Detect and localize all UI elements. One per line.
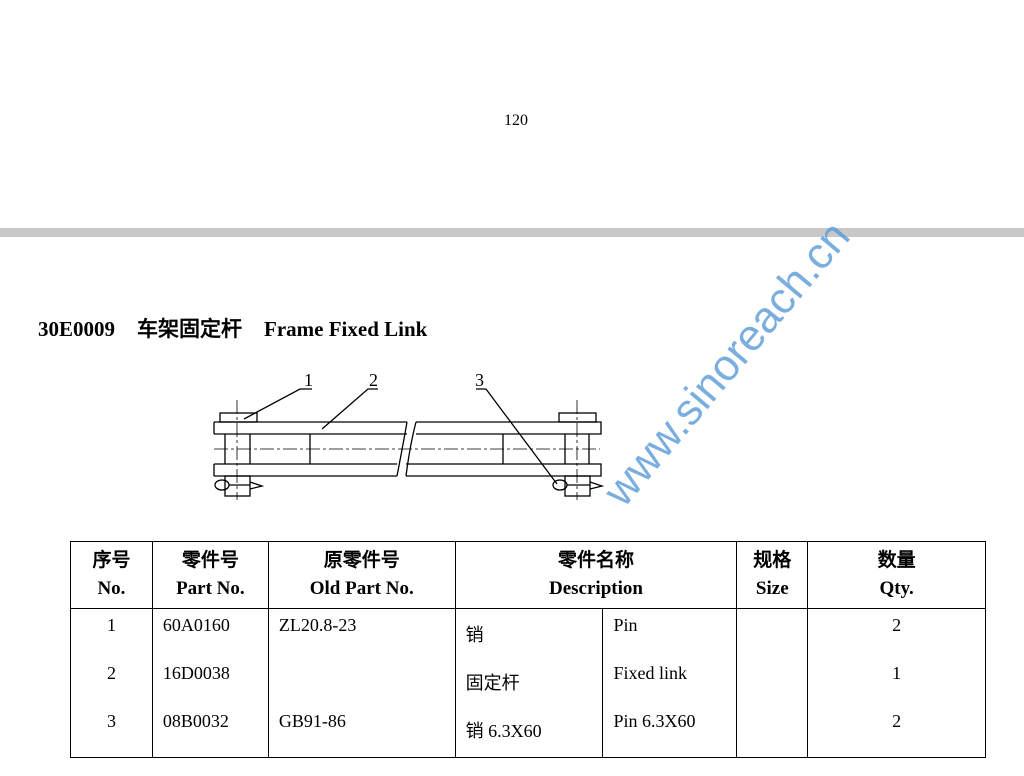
watermark: www.sinoreach.cn: [593, 212, 860, 516]
section-title-cn: 车架固定杆: [137, 317, 243, 341]
section-title: 30E0009 车架固定杆 Frame Fixed Link: [38, 313, 449, 343]
page-separator: [0, 228, 1024, 237]
cell-desc-cn: 固定杆: [454, 657, 603, 705]
cell-old-part-no: [267, 657, 456, 705]
cell-size: [736, 608, 809, 657]
section-code: 30E0009: [38, 317, 116, 341]
cell-desc-en: Pin: [602, 608, 738, 657]
cell-size: [736, 705, 809, 758]
frame-fixed-link-drawing: 1 2 3: [213, 370, 605, 500]
cell-qty: 2: [807, 608, 986, 657]
callout-1: 1: [304, 370, 313, 390]
cell-part-no: 08B0032: [151, 705, 269, 758]
cell-size: [736, 657, 809, 705]
table-row: 2 16D0038 固定杆 Fixed link 1: [70, 657, 986, 705]
callout-2: 2: [369, 370, 378, 390]
cell-old-part-no: ZL20.8-23: [267, 608, 456, 657]
table-row: 1 60A0160 ZL20.8-23 销 Pin 2: [70, 608, 986, 657]
section-title-en: Frame Fixed Link: [264, 317, 428, 341]
table-row: 3 08B0032 GB91-86 销 6.3X60 Pin 6.3X60 2: [70, 705, 986, 758]
cell-desc-en: Fixed link: [602, 657, 738, 705]
cell-part-no: 60A0160: [151, 608, 269, 657]
cell-old-part-no: GB91-86: [267, 705, 456, 758]
cell-qty: 1: [807, 657, 986, 705]
callout-3: 3: [475, 370, 484, 390]
cell-desc-cn: 销: [454, 608, 603, 657]
page-number: 120: [504, 112, 528, 129]
cell-desc-en: Pin 6.3X60: [602, 705, 738, 758]
cell-no: 2: [70, 657, 153, 705]
cell-no: 1: [70, 608, 153, 657]
cell-part-no: 16D0038: [151, 657, 269, 705]
cell-qty: 2: [807, 705, 986, 758]
cell-no: 3: [70, 705, 153, 758]
cell-desc-cn: 销 6.3X60: [454, 705, 603, 758]
